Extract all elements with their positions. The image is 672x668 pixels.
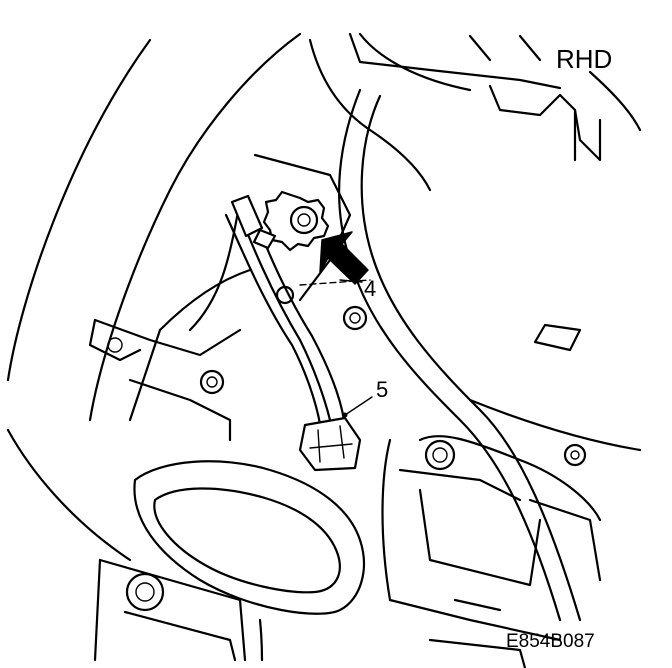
callout-4-label: 4 xyxy=(364,276,376,301)
callout-leaders xyxy=(339,279,373,418)
dashboard-contour xyxy=(6,32,302,562)
upper-bracket xyxy=(308,32,642,192)
callout-5-label: 5 xyxy=(376,377,388,402)
figure-code: E854B087 xyxy=(506,631,595,652)
wiring-harness xyxy=(224,194,346,426)
nut-fastener xyxy=(262,190,330,252)
rhd-label: RHD xyxy=(556,44,612,74)
mounting-plate xyxy=(88,153,368,442)
main-pipe xyxy=(338,88,582,622)
connector-plug xyxy=(298,416,362,472)
lower-housing xyxy=(93,460,365,662)
right-lower-bracket xyxy=(381,323,642,668)
pointer-arrow xyxy=(299,231,371,286)
